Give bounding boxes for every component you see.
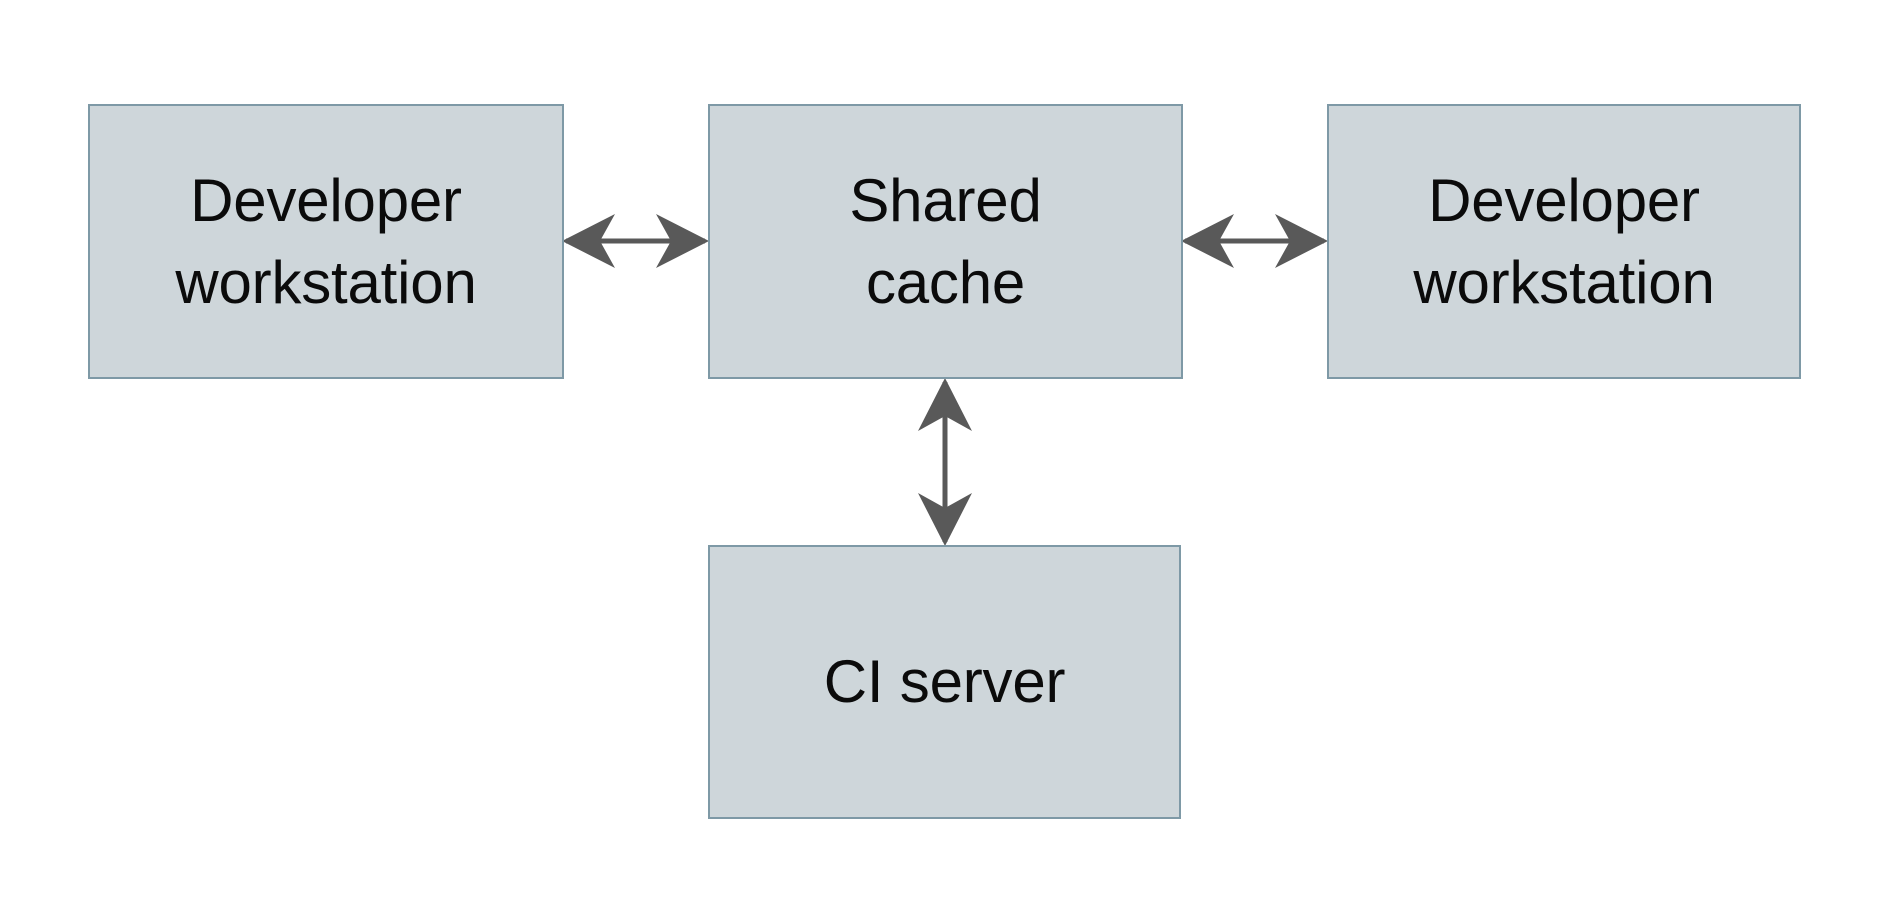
node-label: CI server [823,648,1066,716]
node-ci-server[interactable]: CI server [708,545,1181,819]
node-developer-workstation-right[interactable]: Developer workstation [1327,104,1801,379]
node-label: Shared cache [849,166,1042,316]
node-developer-workstation-left[interactable]: Developer workstation [88,104,564,379]
node-label: Developer workstation [1413,166,1715,316]
node-shared-cache[interactable]: Shared cache [708,104,1183,379]
node-label: Developer workstation [175,166,477,316]
